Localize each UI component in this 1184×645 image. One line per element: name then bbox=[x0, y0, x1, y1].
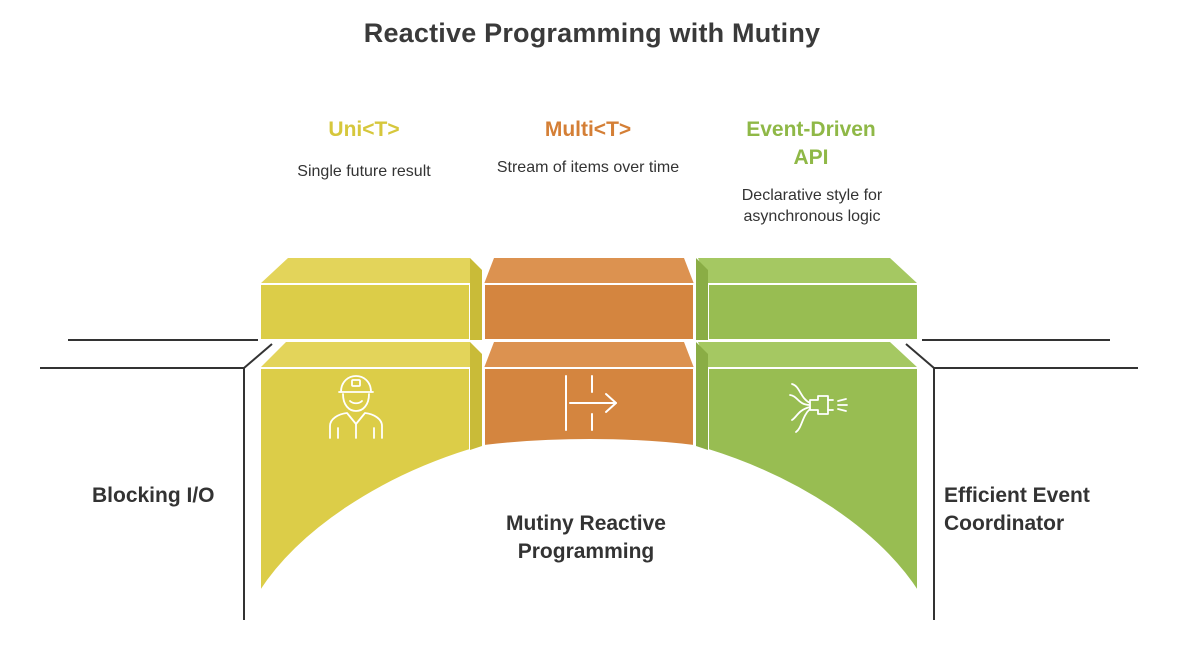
diagram-title: Reactive Programming with Mutiny bbox=[363, 18, 821, 48]
top-block-multi bbox=[483, 258, 695, 341]
ledge-lines bbox=[40, 339, 1138, 620]
column-heading-event-driven: Event-Driven API bbox=[746, 118, 876, 169]
top-block-event-driven bbox=[696, 258, 919, 341]
left-corner-line bbox=[243, 343, 273, 369]
column-description-event-driven: Declarative style for asynchronous logic bbox=[741, 187, 883, 225]
right-label-event-coordinator: Efficient Event Coordinator bbox=[944, 484, 1090, 535]
right-corner-line bbox=[905, 343, 935, 369]
left-label-blocking-io: Blocking I/O bbox=[92, 484, 215, 507]
top-block-uni bbox=[259, 258, 482, 341]
column-heading-multi: Multi<T> bbox=[544, 118, 632, 141]
column-heading-uni: Uni<T> bbox=[328, 118, 400, 141]
center-label-mutiny: Mutiny Reactive Programming bbox=[506, 512, 666, 563]
column-description-multi: Stream of items over time bbox=[496, 159, 680, 176]
worker-icon bbox=[329, 375, 383, 439]
arch-block-uni bbox=[259, 342, 482, 596]
arch-block-event-driven bbox=[696, 342, 919, 596]
arch-block-multi bbox=[483, 342, 695, 448]
cable-plug-icon bbox=[789, 383, 848, 433]
flow-arrow-icon bbox=[565, 375, 617, 431]
column-description-uni: Single future result bbox=[297, 163, 431, 180]
